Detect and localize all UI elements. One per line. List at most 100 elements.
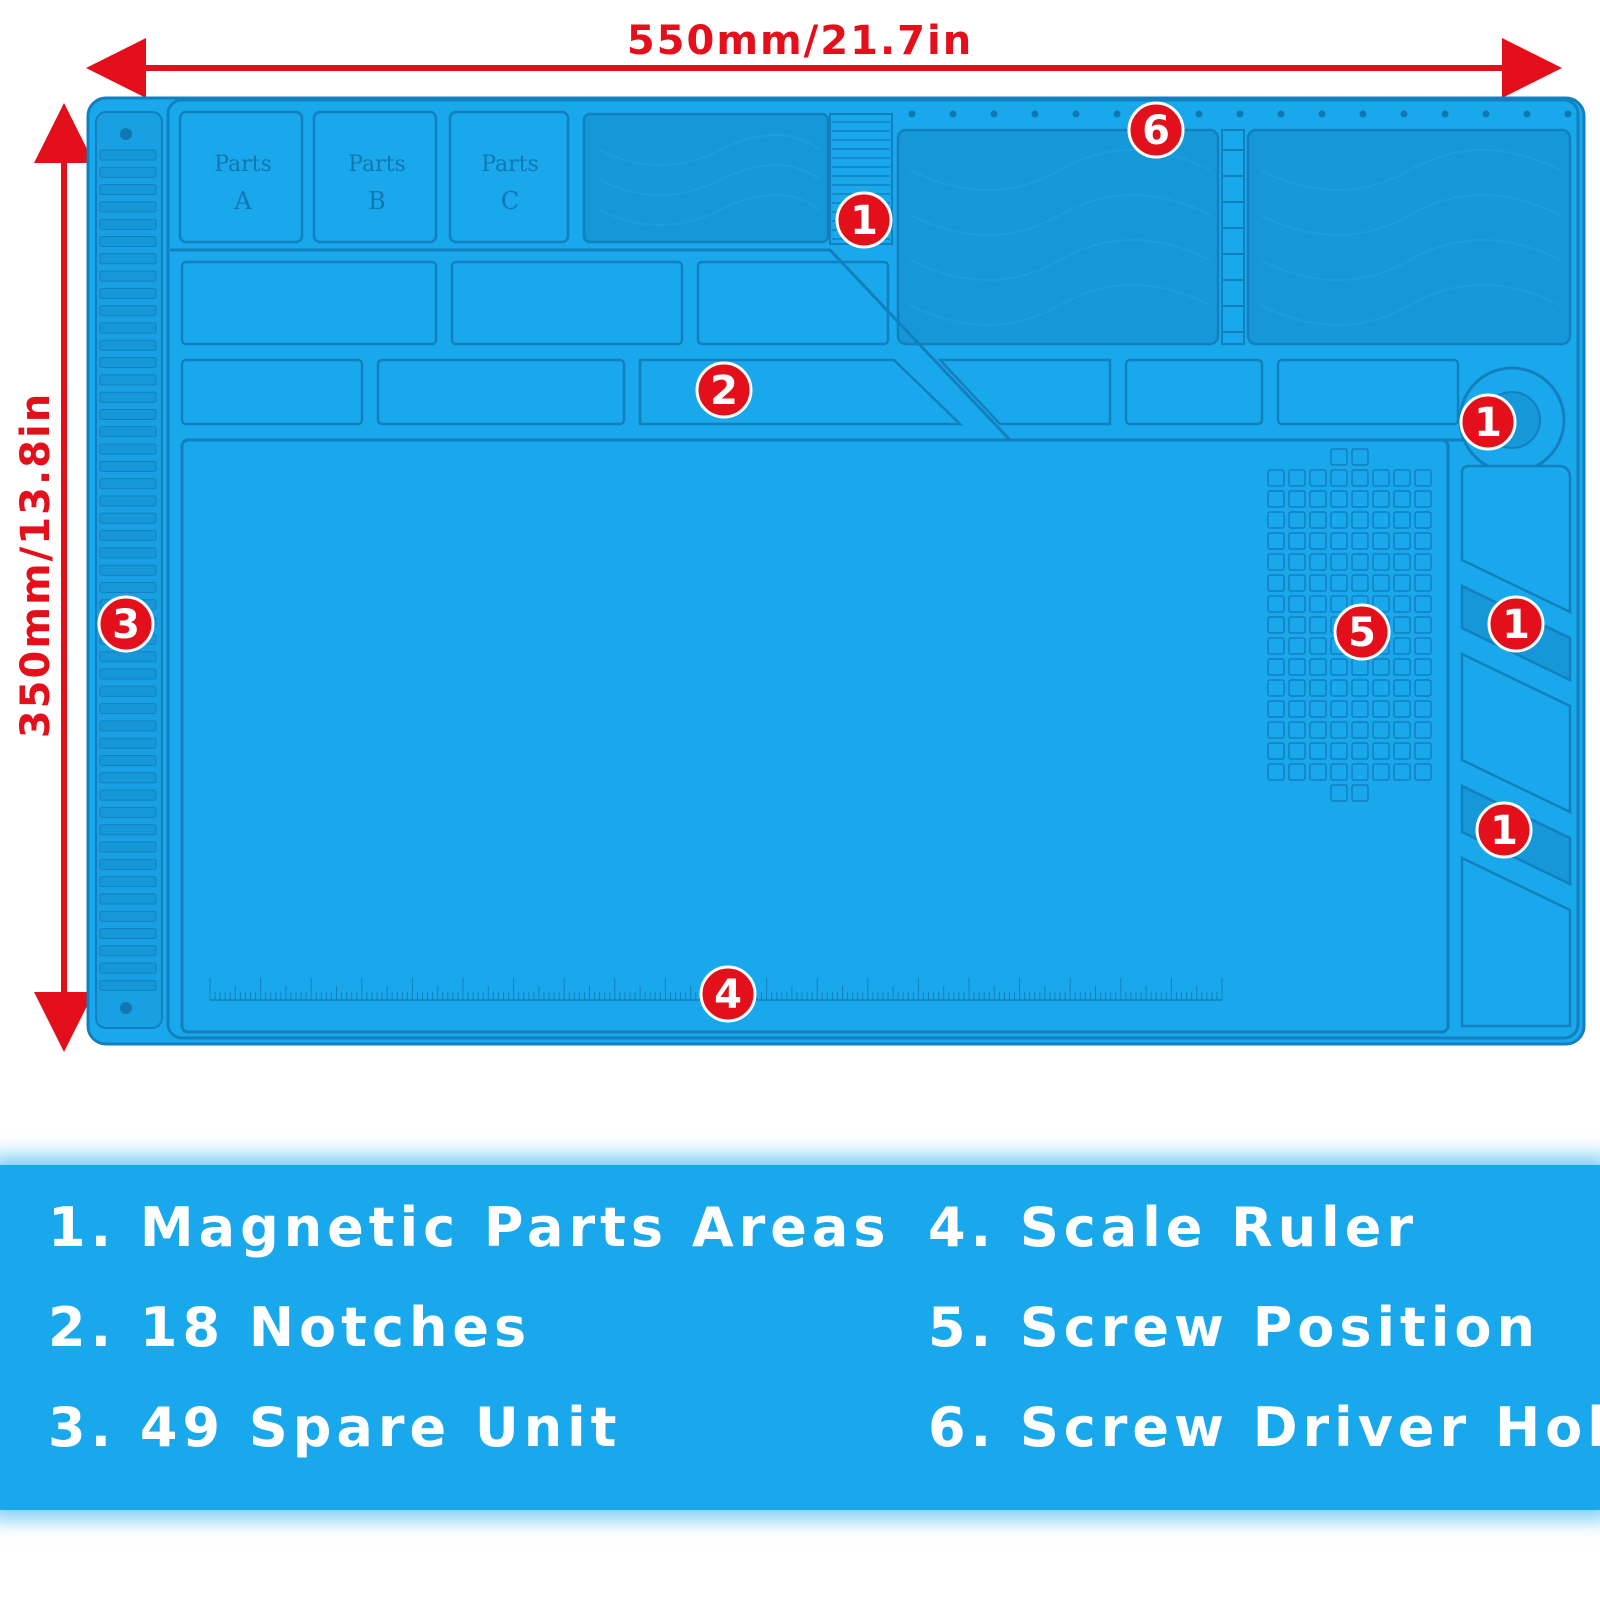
badge-number: 1: [1490, 808, 1518, 854]
screw-cell: [1288, 616, 1306, 634]
spare-slot: [99, 685, 157, 697]
screwdriver-hole: [1318, 110, 1326, 118]
badge-number: 2: [710, 368, 738, 414]
spare-slot: [99, 789, 157, 801]
spare-slot: [99, 772, 157, 784]
screw-cell: [1372, 763, 1390, 781]
screw-cell: [1393, 574, 1411, 592]
screw-cell: [1351, 574, 1369, 592]
screw-cell: [1414, 616, 1432, 634]
feature-badge: 1: [835, 191, 893, 249]
spare-slot: [99, 512, 157, 524]
screw-cell: [1372, 721, 1390, 739]
screw-cell: [1330, 511, 1348, 529]
screw-cell: [1267, 616, 1285, 634]
spare-slot: [99, 149, 157, 161]
screwdriver-hole: [1441, 110, 1449, 118]
screw-cell: [1372, 658, 1390, 676]
screw-cell: [1393, 637, 1411, 655]
screw-cell: [1288, 679, 1306, 697]
tray-row3-1: [180, 358, 364, 426]
screw-cell: [1267, 637, 1285, 655]
badge-number: 1: [1502, 602, 1530, 648]
spare-slot: [99, 910, 157, 922]
screw-cell: [1351, 742, 1369, 760]
screw-cell: [1288, 658, 1306, 676]
screwdriver-hole: [1031, 110, 1039, 118]
screw-cell: [1309, 469, 1327, 487]
screw-cell: [1351, 490, 1369, 508]
screw-cell: [1372, 742, 1390, 760]
screw-cell: [1267, 700, 1285, 718]
spare-slot: [99, 945, 157, 957]
screw-cell: [1414, 553, 1432, 571]
tray-a-letter: A: [233, 187, 252, 215]
screw-cell: [1267, 721, 1285, 739]
screw-cell: [1309, 700, 1327, 718]
screw-position-grid: [1267, 448, 1432, 802]
screw-cell: [1330, 742, 1348, 760]
badge-number: 1: [1474, 400, 1502, 446]
screw-cell: [1414, 742, 1432, 760]
screw-cell: [1288, 763, 1306, 781]
spare-slot: [99, 582, 157, 593]
spare-slot: [99, 357, 157, 369]
spare-slot: [99, 218, 157, 230]
screw-cell: [1330, 532, 1348, 550]
screw-cell: [1351, 721, 1369, 739]
screwdriver-hole: [1523, 110, 1531, 118]
screw-cell: [1351, 511, 1369, 529]
badge-number: 4: [714, 972, 742, 1018]
screw-cell: [1414, 721, 1432, 739]
screw-cell: [1309, 742, 1327, 760]
scale-ruler: [209, 978, 1223, 1001]
badge-circle: [1487, 595, 1545, 653]
screw-cell: [1267, 553, 1285, 571]
screw-cell: [1309, 595, 1327, 613]
magnetic-pad-2: [896, 128, 1220, 346]
screw-cell: [1393, 700, 1411, 718]
screw-cell: [1351, 553, 1369, 571]
screw-cell: [1372, 532, 1390, 550]
screw-cell: [1288, 469, 1306, 487]
screw-cell: [1309, 721, 1327, 739]
spare-slot: [99, 928, 157, 939]
spare-slot: [99, 374, 157, 386]
screw-cell: [1330, 763, 1348, 781]
badge-circle: [699, 965, 757, 1023]
tray-row3-6: [1276, 358, 1460, 426]
screw-cell: [1414, 637, 1432, 655]
screw-cell: [1288, 574, 1306, 592]
badge-circle: [1333, 603, 1391, 661]
screw-cell: [1351, 532, 1369, 550]
feature-badge: 3: [97, 595, 155, 653]
screwdriver-hole: [908, 110, 916, 118]
feature-badge: 1: [1475, 801, 1533, 859]
tray-row2-2: [450, 260, 684, 346]
screw-cell: [1267, 595, 1285, 613]
spare-slot: [99, 322, 157, 334]
spare-slot: [99, 460, 157, 472]
screw-cell: [1351, 784, 1369, 802]
spare-slot: [99, 339, 157, 351]
right-tray-3: [1460, 652, 1572, 814]
spare-slot: [99, 530, 157, 542]
spare-slot: [99, 893, 157, 905]
spare-slot: [99, 703, 157, 715]
screwdriver-hole: [1072, 110, 1080, 118]
screw-cell: [1309, 658, 1327, 676]
spare-slot: [99, 547, 157, 559]
screw-cell: [1351, 679, 1369, 697]
spare-slot: [99, 858, 157, 870]
badge-circle: [1475, 801, 1533, 859]
strip-hole-top: [120, 128, 132, 140]
feature-badge: 6: [1127, 101, 1185, 159]
screw-cell: [1414, 490, 1432, 508]
screw-cell: [1309, 637, 1327, 655]
spare-slot: [99, 824, 157, 836]
screw-cell: [1330, 679, 1348, 697]
ribbed-divider: [1221, 129, 1245, 345]
screw-cell: [1372, 700, 1390, 718]
